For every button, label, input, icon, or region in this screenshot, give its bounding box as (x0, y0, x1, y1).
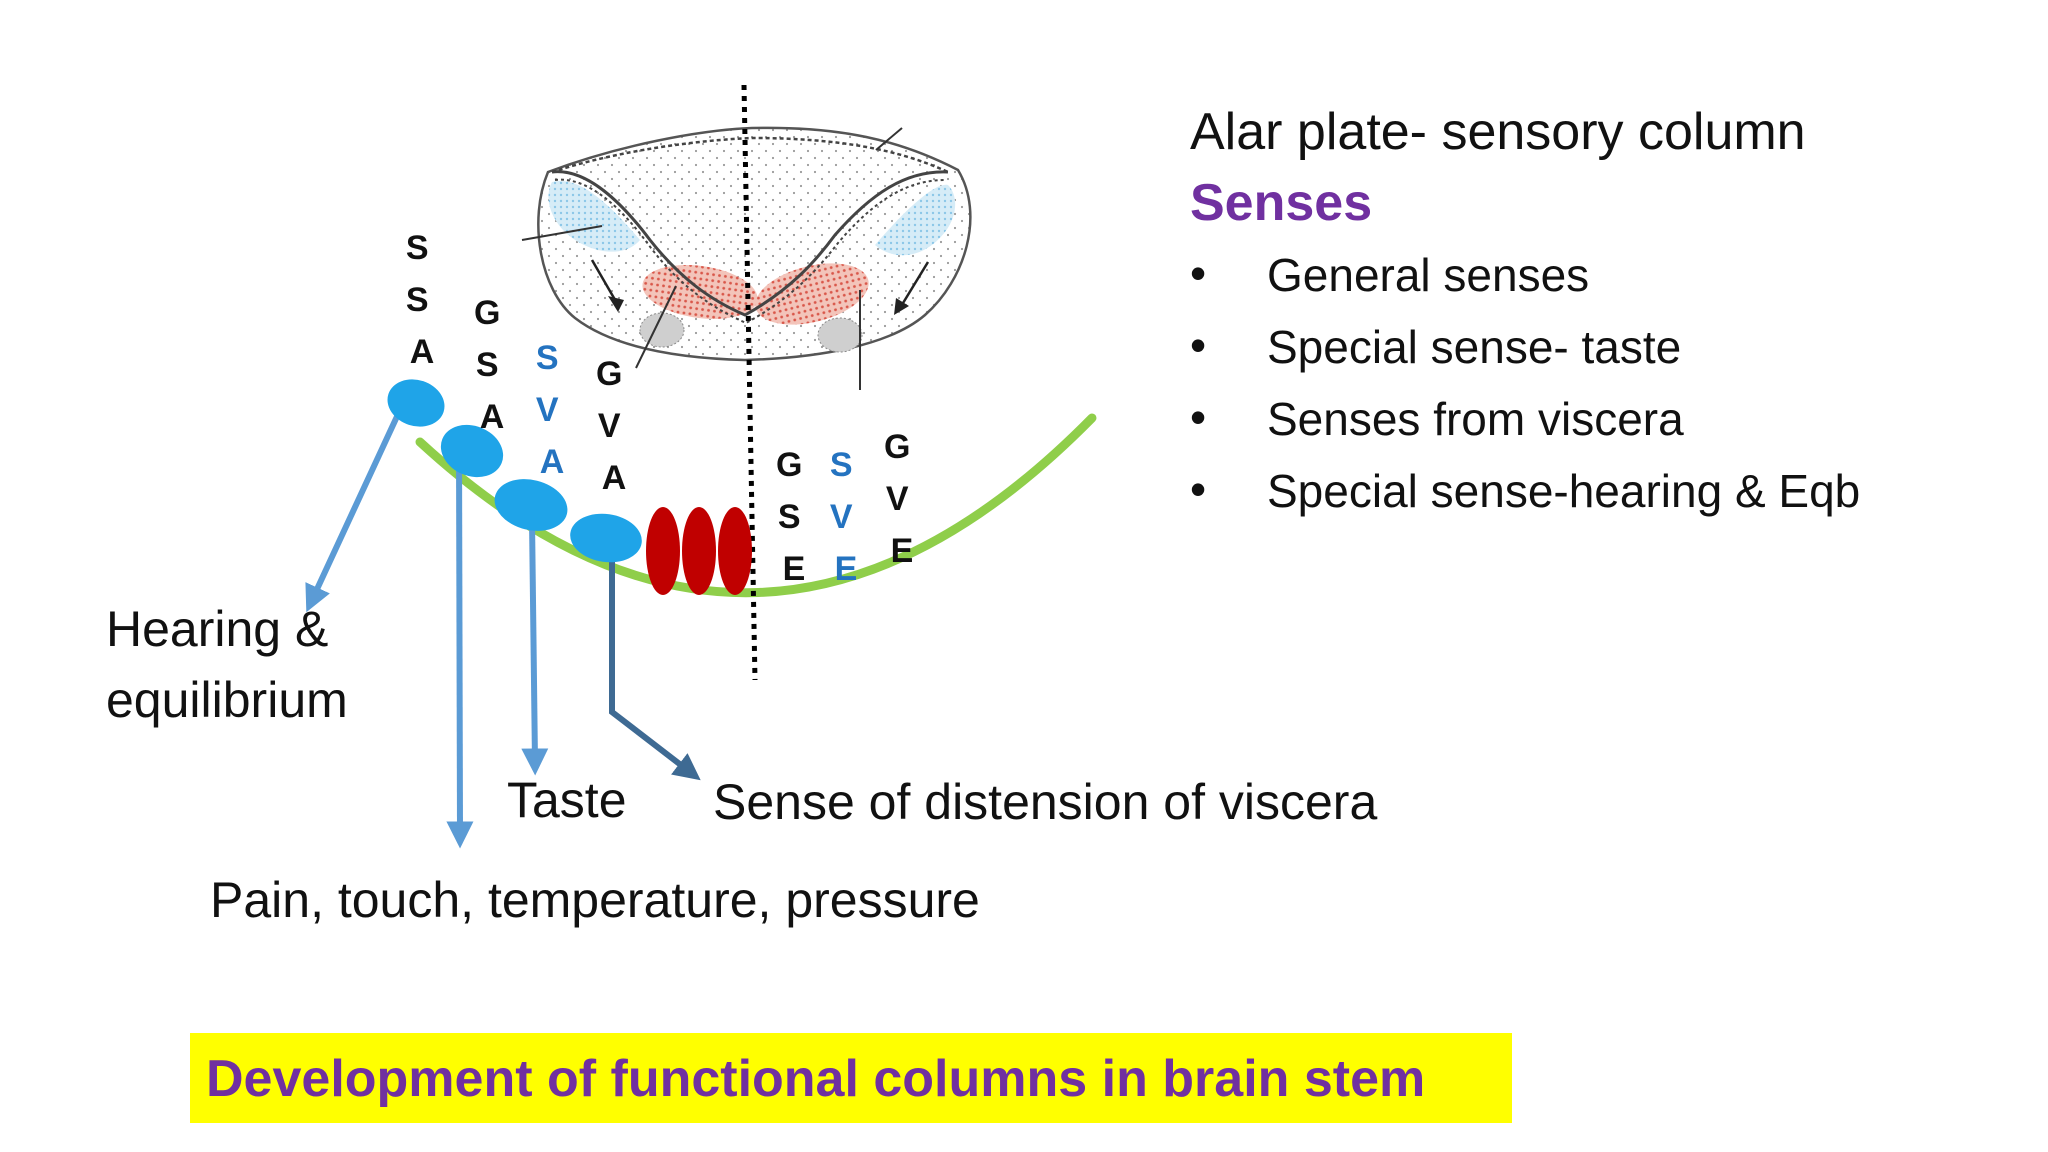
gve-nucleus (718, 507, 752, 595)
left-red-zone (642, 265, 758, 319)
left-blue-zone (548, 180, 640, 252)
pointer-line-left (521, 225, 603, 241)
side-panel: Alar plate- sensory column Senses • Gene… (1190, 103, 1860, 517)
bullet-general-senses: General senses (1267, 249, 1589, 301)
brainstem-cross-section (521, 126, 972, 390)
pain-label: Pain, touch, temperature, pressure (210, 872, 980, 928)
gsa-letters: G S A (474, 294, 510, 436)
bullet-special-taste: Special sense- taste (1267, 321, 1681, 373)
migration-arrow-right-head (894, 298, 909, 315)
migration-arrow-left-head (608, 296, 624, 312)
distension-label: Sense of distension of viscera (713, 774, 1377, 830)
sva-letters: S V A (536, 339, 568, 481)
gva-nucleus (570, 513, 642, 563)
senses-subheading: Senses (1190, 174, 1372, 232)
caption-background (190, 1033, 1512, 1123)
hearing-label: Hearing & equilibrium (106, 601, 348, 728)
gve-letters: G V E (884, 428, 920, 570)
bullet-viscera: Senses from viscera (1267, 393, 1684, 445)
right-red-zone (755, 263, 869, 325)
bullet-dot: • (1190, 247, 1206, 299)
ssa-letters: S S A (406, 229, 438, 371)
ventricle-roof (551, 136, 949, 174)
ventricle-floor-inner (554, 178, 946, 325)
gse-nucleus (646, 507, 680, 595)
left-gray-nucleus (639, 312, 685, 348)
sve-letters: S V E (830, 446, 862, 588)
right-gray-nucleus (817, 317, 863, 353)
gva-letters: G V A (596, 355, 632, 497)
pointer-line-red (635, 285, 677, 369)
bullet-hearing-eqb: Special sense-hearing & Eqb (1267, 465, 1860, 517)
ventricle-floor-outer (551, 170, 949, 317)
migration-arrow-right (898, 261, 930, 309)
caption-text: Development of functional columns in bra… (206, 1050, 1425, 1108)
arrow-to-taste (521, 519, 549, 776)
cross-section-outline (537, 126, 972, 362)
ssa-nucleus (387, 379, 445, 427)
bullet-dot: • (1190, 463, 1206, 515)
right-blue-zone (875, 184, 956, 256)
taste-label: Taste (507, 772, 627, 828)
gse-letters: G S E (776, 446, 812, 588)
arrow-to-hearing (305, 408, 403, 613)
sve-nucleus (682, 507, 716, 595)
gsa-nucleus (440, 424, 504, 478)
alar-plate-heading: Alar plate- sensory column (1190, 103, 1806, 161)
bullet-dot: • (1190, 391, 1206, 443)
arrow-to-pain (446, 444, 474, 849)
midline-dotted (741, 84, 758, 681)
pointer-line-top-right (875, 127, 903, 151)
bullet-dot: • (1190, 319, 1206, 371)
sva-nucleus (494, 479, 568, 531)
arrow-to-distension (609, 562, 701, 781)
